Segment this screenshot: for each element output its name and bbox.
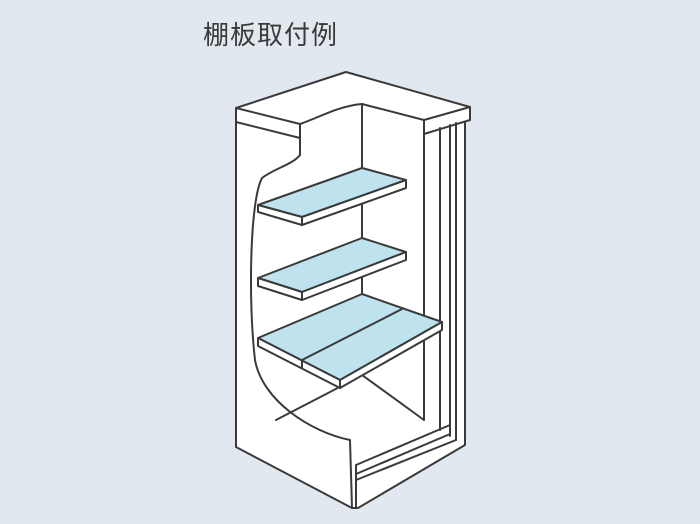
shelf-3-split <box>301 307 405 361</box>
floor-base-3 <box>355 439 457 481</box>
cabinet-top-right <box>423 106 471 135</box>
cabinet-body <box>235 71 471 509</box>
interior-opening <box>249 123 353 509</box>
floor-base-1 <box>355 424 451 466</box>
floor-base-2 <box>355 433 451 475</box>
shelf-2 <box>257 237 407 301</box>
shelf-3 <box>257 293 443 389</box>
shelf-1 <box>257 167 407 226</box>
diagram-title: 棚板取付例 <box>203 21 339 51</box>
